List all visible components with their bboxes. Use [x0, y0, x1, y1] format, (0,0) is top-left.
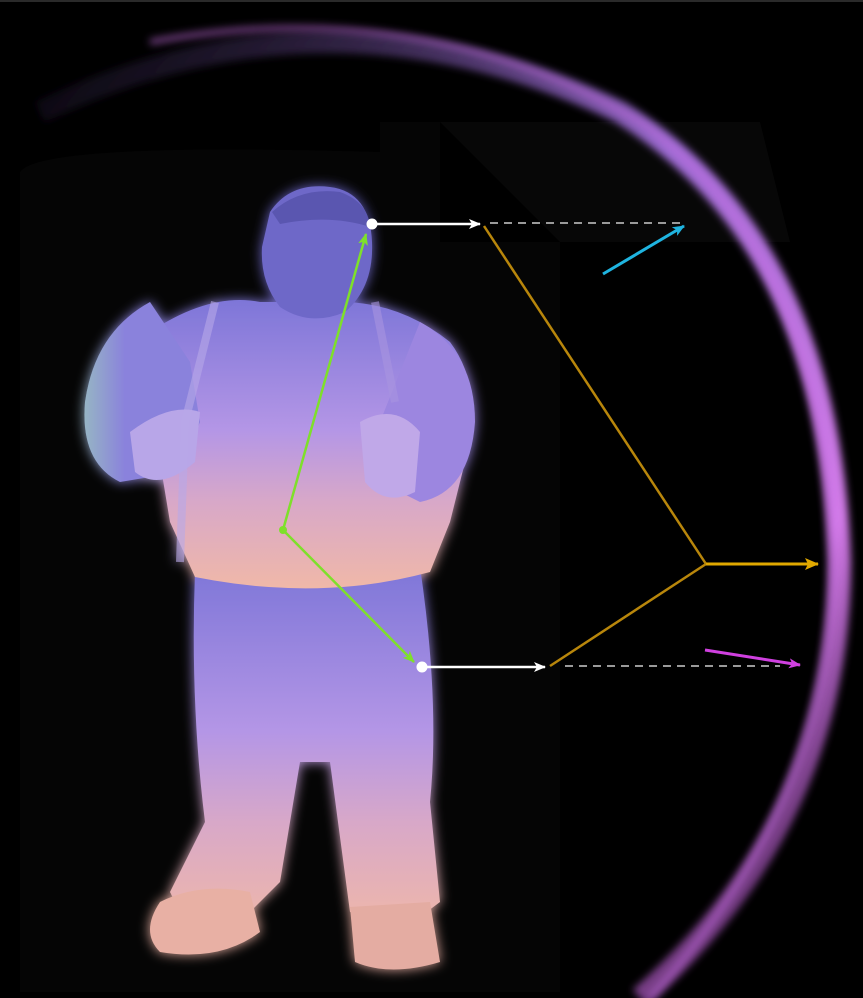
magenta-arrow: [705, 650, 800, 665]
reflection-line-bottom: [550, 564, 706, 666]
normal-origin-point: [279, 526, 287, 534]
